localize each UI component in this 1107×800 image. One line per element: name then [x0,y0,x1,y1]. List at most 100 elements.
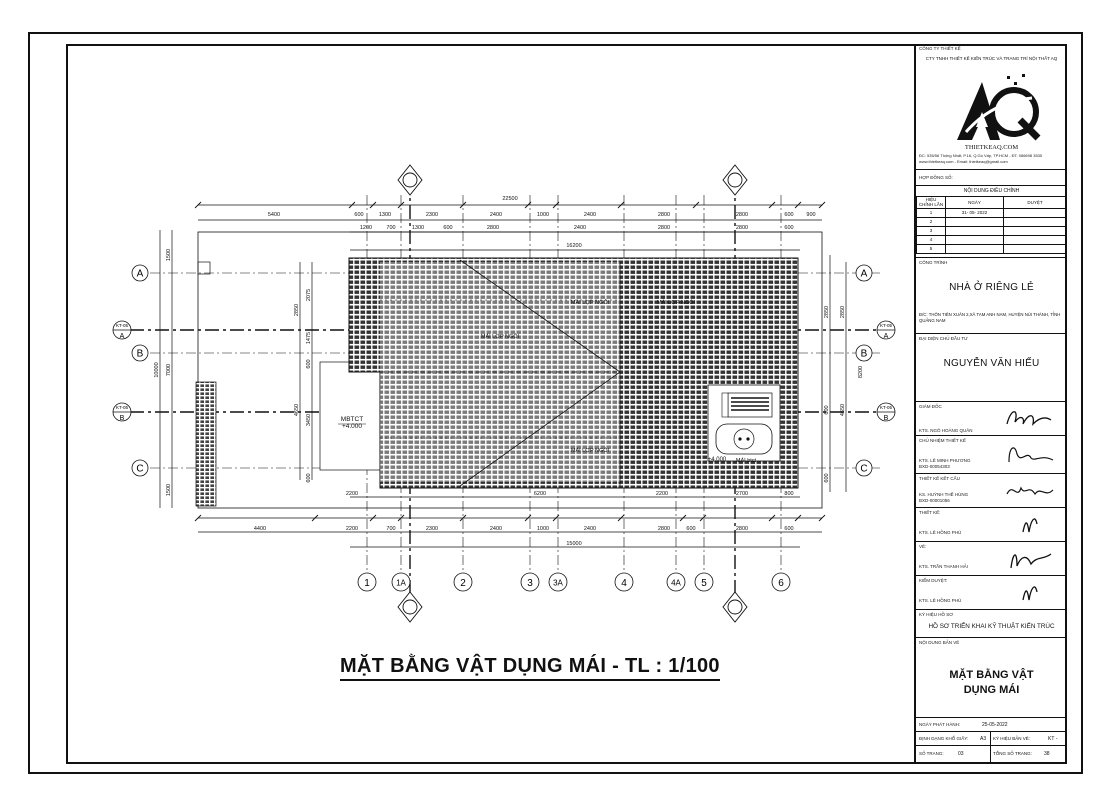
signature-design [1022,518,1038,533]
project-label: CÔNG TRÌNH [919,260,948,265]
staff-role: THIẾT KẾ KẾT CẤU [919,476,960,481]
outer-frame [28,32,1083,774]
issue-date: 25-05-2022 [982,722,1008,728]
staff-role: CHỦ NHIỆM THIẾT KẾ [919,438,966,443]
row-axis-bubbles [131,264,873,477]
section-marker-a-left: A [120,333,125,340]
level-value: +4.000 [342,423,362,430]
sheet-content-section: NỘI DUNG BẢN VẼ MẶT BẰNG VẬT DỤNG MÁI [916,638,1067,718]
paper-label: ĐỊNH DẠNG KHỔ GIẤY: [919,736,969,741]
rev-row-date [945,216,1004,227]
axis-label-a-left: A [137,269,144,280]
rev-row-date [945,225,1004,236]
rev-row-n: 2 [916,216,946,227]
roof-hip-lines [380,259,621,487]
section-code-b-left: KT-05 [116,405,129,410]
slope-label-4: MÁI LỢP NGÓI [571,447,610,454]
staff-row-design: THIẾT KẾ: KTS. LÊ HỒNG PHÚ [916,508,1067,542]
col-axis-3: 3 [527,578,533,589]
staff-role: KIỂM DUYỆT: [919,578,948,583]
dim-right-3: 4650 [840,404,846,416]
dim-top2-3: 600 [443,225,452,231]
roof-plan-drawing: A B C A B C KT-05 A KT-05 B KT-05 A KT-0… [112,164,896,623]
signature-structure [1006,486,1054,496]
sheet-content-line1: MẶT BẰNG VẬT [949,669,1034,681]
total-pages-label: TỔNG SỐ TRANG: [993,751,1032,756]
slope-label-1: MÁI LỢP NGÓI [571,299,610,306]
project-section: CÔNG TRÌNH NHÀ Ở RIÊNG LẺ Đ/C: THÔN TIÊN… [916,258,1067,334]
section-code-b-right: KT-05 [880,405,893,410]
sheet-no: 03 [958,751,964,757]
col-axis-6: 6 [778,578,784,589]
dossier-section: KÝ HIỆU HỒ SƠ HỒ SƠ TRIỂN KHAI KỸ THUẬT … [916,610,1067,638]
dim-right-total: 8200 [858,366,864,378]
staff-name: KTS. LÊ HỒNG PHÚ [919,598,962,603]
revision-title: NỘI DUNG ĐIỀU CHỈNH [963,188,1020,194]
rev-header-approve: DUYỆT [1003,196,1067,209]
company-logo: AQ [957,74,1041,141]
rev-row-n: 4 [916,234,946,245]
dim-left-1: 1500 [166,484,172,496]
dim-right-1: 2850 [840,306,846,318]
dim-top-8: 2800 [736,212,748,218]
dim-bottom-total: 15000 [566,541,581,547]
dim-bottom2-3: 2300 [426,526,438,532]
staff-row-check: KIỂM DUYỆT: KTS. LÊ HỒNG PHÚ [916,576,1067,610]
dim-left-0: 1500 [166,249,172,261]
dim-left-inner-6: 600 [306,473,312,482]
dim-bottom2-7: 600 [686,526,695,532]
dim-bottom-0: 2200 [346,491,358,497]
dim-top-7: 2800 [658,212,670,218]
column-axis-bubbles [357,572,791,592]
investor-label: ĐẠI DIỆN CHỦ ĐẦU TƯ [919,336,969,341]
rev-header-n: HIỆU CHỈNH LẦN [916,196,946,209]
inner-frame [66,44,1067,764]
dim-left-inner-2: 1475 [306,332,312,344]
dim-left-inner-5: 4650 [294,404,300,416]
dim-left-inner-1: 2850 [294,304,300,316]
dim-left-total: 10000 [154,362,160,377]
section-markers [112,320,896,422]
signature-draw [1010,553,1052,569]
staff-name: KTS. LÊ MINH PHƯƠNG [919,458,971,463]
slope-label-2: MÁI LỢP NGÓI [657,299,696,306]
dim-right-4: 600 [824,473,830,482]
axis-label-b-left: B [137,349,144,360]
rev-row-date [945,243,1004,254]
company-name: CTY TNHH THIẾT KẾ KIẾN TRÚC VÀ TRANG TRÍ… [925,56,1058,61]
dim-top2-4: 2800 [487,225,499,231]
roof-note: MÁI btct [736,457,757,464]
dim-left-inner-3: 600 [306,359,312,368]
col-axis-4: 4 [621,578,627,589]
sheet-content-line2: DỤNG MÁI [963,684,1020,696]
signature-lead [1008,447,1054,463]
issue-row: NGÀY PHÁT HÀNH: 25-05-2022 [916,718,1067,732]
rev-row-n: 1 [916,207,946,218]
axis-label-a-right: A [861,269,868,280]
company-website: THIETKEAQ.COM [964,144,1019,151]
lower-slab [319,361,381,471]
dim-top-1: 600 [354,212,363,218]
company-section: CÔNG TY THIẾT KẾ CTY TNHH THIẾT KẾ KIẾN … [916,44,1067,170]
col-axis-4a: 4A [671,579,681,588]
col-axis-1a: 1A [396,579,406,588]
dim-right-0: 2850 [824,306,830,318]
dim-bottom2-0: 4400 [254,526,266,532]
dim-top-5: 1000 [537,212,549,218]
left-annex [197,261,211,275]
staff-row-director: GIÁM ĐỐC KTS. NGÔ HOÀNG QUÂN [916,402,1067,436]
dim-bottom2-4: 2400 [490,526,502,532]
roof-tile-area [348,257,799,489]
dim-bottom2-1: 2200 [346,526,358,532]
section-marker-a-right: A [884,333,889,340]
signature-director [1006,411,1052,426]
dim-top2-1: 700 [386,225,395,231]
dim-top-2: 1300 [379,212,391,218]
dim-bottom-2: 2200 [656,491,668,497]
staff-row-draw: VẼ: KTS. TRẦN THANH HẢI [916,542,1067,576]
drawing-code-label: KÝ HIỆU BẢN VẼ: [993,736,1031,741]
dim-bottom-4: 800 [784,491,793,497]
level-label: MBTCT [341,416,363,423]
project-name: NHÀ Ở RIÊNG LẺ [949,282,1034,293]
staff-row-lead: CHỦ NHIỆM THIẾT KẾ KTS. LÊ MINH PHƯƠNG B… [916,436,1067,474]
